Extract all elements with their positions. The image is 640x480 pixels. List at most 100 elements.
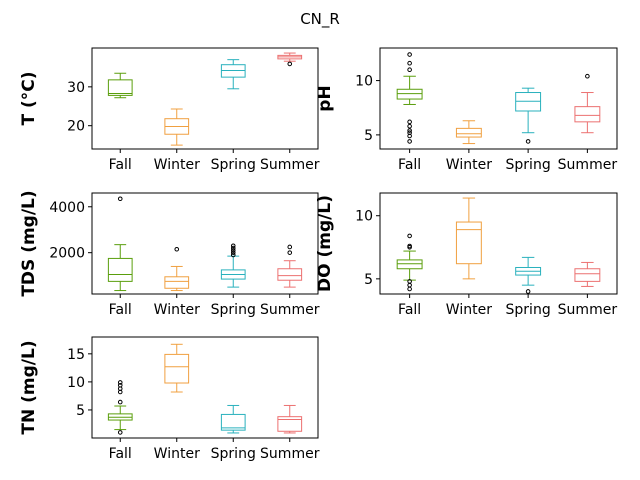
- outlier-point: [585, 73, 590, 79]
- box-spring: [515, 256, 542, 294]
- axes-frame: [91, 47, 319, 150]
- outlier-point: [230, 248, 236, 253]
- outlier-point: [117, 196, 123, 202]
- outlier-point: [117, 399, 123, 405]
- outlier-point: [407, 60, 412, 66]
- box-summer: [277, 52, 303, 67]
- box-summer: [277, 404, 303, 434]
- y-tick-label: 4000: [49, 200, 85, 216]
- outlier-point: [287, 244, 293, 250]
- y-axis-label: pH: [315, 85, 335, 111]
- axes-frame: [379, 47, 618, 150]
- iqr-box: [107, 257, 133, 282]
- y-tick-label: 5: [364, 128, 373, 144]
- outlier-point: [407, 243, 412, 249]
- box-fall: [396, 233, 423, 292]
- y-tick-label: 5: [76, 403, 85, 419]
- x-tick-label: Winter: [446, 157, 492, 173]
- iqr-box: [396, 259, 423, 270]
- iqr-box: [277, 268, 303, 281]
- y-axis-label: TN (mg/L): [19, 340, 39, 434]
- iqr-box: [574, 268, 601, 282]
- iqr-box: [574, 106, 601, 123]
- x-tick-label: Summer: [558, 302, 618, 318]
- y-tick-label: 15: [67, 347, 85, 363]
- x-tick-label: Winter: [154, 157, 200, 173]
- x-tick-label: Summer: [260, 302, 320, 318]
- y-axis-label: TDS (mg/L): [19, 190, 39, 296]
- box-summer: [574, 261, 601, 287]
- outlier-point: [174, 246, 180, 252]
- x-tick-label: Fall: [109, 302, 132, 318]
- y-axis-label: DO (mg/L): [315, 195, 335, 292]
- x-tick-label: Spring: [211, 446, 256, 462]
- panel-do: 5 10 DO (mg/L) Fall Winter Spring Summer: [315, 192, 618, 318]
- x-tick-label: Fall: [109, 157, 132, 173]
- figure-title: CN_R: [300, 10, 340, 29]
- box-winter: [455, 197, 482, 280]
- y-tick-label: 10: [355, 209, 373, 225]
- outlier-point: [230, 243, 236, 249]
- box-winter: [164, 343, 190, 393]
- outlier-point: [287, 250, 293, 255]
- outlier-point: [230, 250, 236, 255]
- iqr-box: [220, 413, 246, 431]
- y-tick-label: 10: [355, 74, 373, 90]
- y-tick-label: 20: [67, 119, 85, 135]
- outlier-point: [407, 128, 412, 133]
- box-fall: [107, 196, 133, 292]
- outlier-point: [117, 430, 123, 435]
- outlier-point: [407, 139, 412, 144]
- outlier-point: [525, 289, 531, 294]
- outlier-point: [117, 382, 123, 388]
- outlier-point: [230, 252, 236, 258]
- outlier-point: [287, 61, 293, 67]
- x-tick-label: Summer: [260, 157, 320, 173]
- y-tick-label: 5: [364, 272, 373, 288]
- x-tick-label: Fall: [398, 302, 421, 318]
- outlier-point: [407, 282, 412, 288]
- x-tick-label: Spring: [211, 302, 256, 318]
- x-tick-label: Fall: [109, 446, 132, 462]
- x-tick-label: Winter: [154, 446, 200, 462]
- iqr-box: [107, 79, 133, 96]
- outlier-point: [407, 286, 412, 292]
- box-spring: [220, 59, 246, 90]
- outlier-point: [525, 139, 531, 144]
- y-tick-label: 30: [67, 80, 85, 96]
- box-winter: [164, 108, 190, 146]
- outlier-point: [407, 67, 412, 73]
- axes-frame: [91, 192, 319, 295]
- axes-frame: [91, 336, 319, 439]
- outlier-point: [230, 245, 236, 251]
- x-tick-label: Winter: [446, 302, 492, 318]
- x-tick-label: Winter: [154, 302, 200, 318]
- box-winter: [455, 120, 482, 145]
- outlier-point: [407, 130, 412, 136]
- iqr-box: [277, 416, 303, 432]
- iqr-box: [164, 276, 190, 289]
- iqr-box: [455, 127, 482, 138]
- outlier-point: [407, 123, 412, 129]
- box-fall: [107, 380, 133, 435]
- axes-frame: [379, 192, 618, 295]
- outlier-point: [407, 233, 412, 239]
- box-spring: [220, 404, 246, 434]
- iqr-box: [164, 353, 190, 384]
- x-tick-label: Summer: [260, 446, 320, 462]
- x-tick-label: Spring: [506, 302, 551, 318]
- box-spring: [220, 243, 246, 288]
- iqr-box: [515, 92, 542, 112]
- y-tick-label: 10: [67, 375, 85, 391]
- outlier-point: [407, 119, 412, 125]
- box-fall: [396, 52, 423, 144]
- x-tick-label: Summer: [558, 157, 618, 173]
- box-fall: [107, 72, 133, 99]
- iqr-box: [396, 88, 423, 100]
- x-tick-label: Fall: [398, 157, 421, 173]
